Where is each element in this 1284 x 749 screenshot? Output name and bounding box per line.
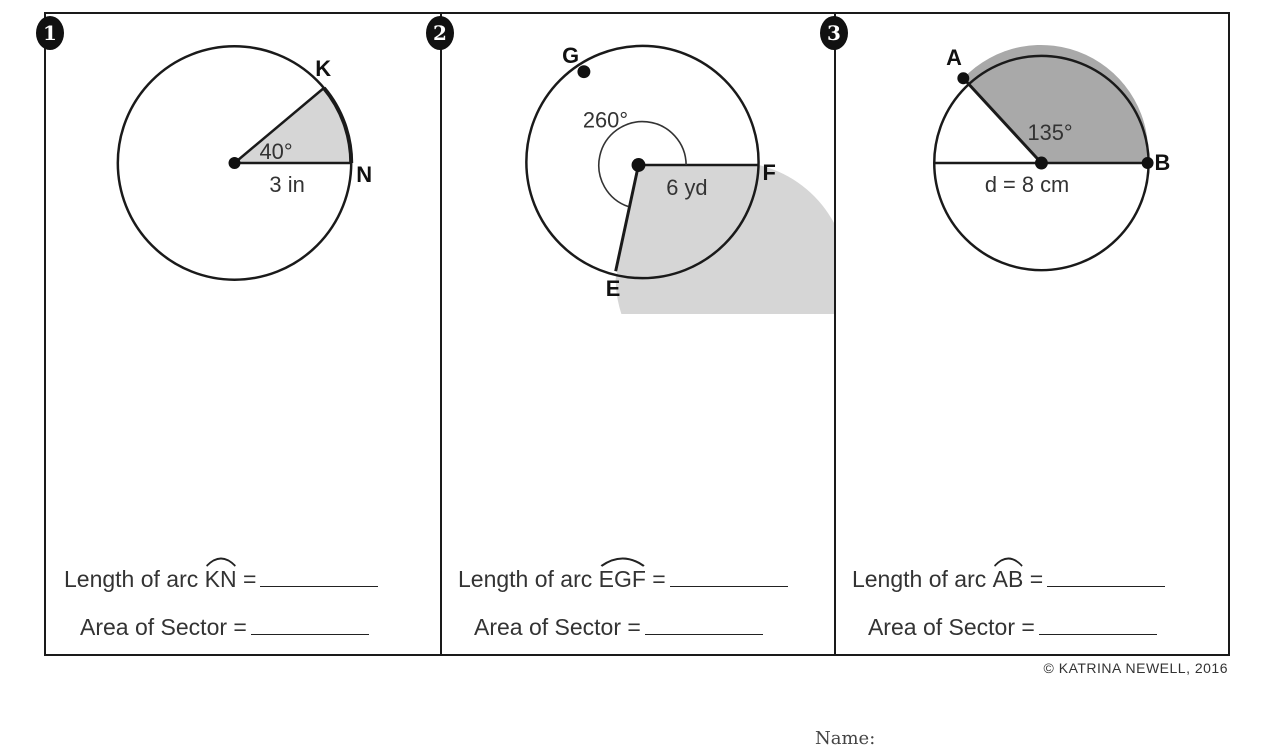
problem-number-badge: 1 (36, 16, 64, 50)
radius-label: 6 yd (666, 175, 707, 200)
sector-area-question: Area of Sector = (868, 614, 1260, 641)
problem-3-panel: 3 A B 135° d = 8 cm Length of arc AB = A… (819, 14, 1228, 654)
arc-length-question: Length of arc KN = (64, 557, 458, 593)
problem-number-badge: 2 (425, 16, 454, 50)
point-label-a: A (946, 45, 962, 70)
point-b-dot (1141, 157, 1154, 169)
arc-symbol (600, 557, 645, 567)
point-label-k: K (315, 56, 331, 81)
arc-length-question: Length of arc AB = (852, 557, 1244, 593)
problem-number-badge: 3 (819, 16, 848, 50)
point-a-dot (957, 72, 970, 85)
shaded-sector (234, 87, 352, 164)
sector-area-answer-blank[interactable] (644, 614, 763, 635)
point-label-e: E (606, 276, 621, 301)
point-label-f: F (763, 160, 776, 185)
arc-symbol (993, 557, 1023, 567)
name-label: Name: (815, 728, 876, 749)
arc-name: EGF (598, 566, 646, 592)
copyright-notice: © KATRINA NEWELL, 2016 (1043, 660, 1228, 676)
problem-2-panel: 2 G F E 260° 6 yd Length of arc EGF = Ar… (425, 14, 834, 654)
shaded-sector (963, 44, 1149, 164)
point-label-g: G (562, 43, 579, 68)
worksheet-frame: 1 K N 40° 3 in Length of arc KN = Area o… (36, 12, 1230, 656)
arc-length-answer-blank[interactable] (1047, 566, 1166, 587)
problem-3-circle-diagram: A B 135° d = 8 cm (932, 44, 1171, 272)
sector-area-question: Area of Sector = (474, 614, 866, 641)
arc-symbol (205, 557, 236, 567)
point-label-b: B (1155, 150, 1171, 175)
point-label-n: N (356, 162, 372, 187)
center-point (1034, 156, 1048, 170)
sector-area-question: Area of Sector = (80, 614, 474, 641)
arc-name: AB (992, 566, 1024, 592)
angle-label: 135° (1027, 120, 1072, 145)
bold-arc-kn (322, 86, 354, 164)
radius-label: 3 in (269, 172, 304, 197)
radius-to-e (614, 164, 640, 272)
problem-1-panel: 1 K N 40° 3 in Length of arc KN = Area o… (36, 14, 440, 654)
angle-marker-260 (597, 120, 687, 208)
arc-length-answer-blank[interactable] (260, 566, 379, 587)
center-point (228, 157, 241, 169)
radius-to-k (233, 87, 325, 164)
angle-label: 260° (583, 107, 628, 132)
radius-to-a (962, 77, 1043, 165)
problem-2-circle-diagram: G F E 260° 6 yd (525, 43, 834, 314)
shaded-major-sector (615, 164, 834, 314)
sector-area-answer-blank[interactable] (1038, 614, 1157, 635)
problem-1-circle-diagram: K N 40° 3 in (116, 45, 372, 281)
arc-length-question: Length of arc EGF = (458, 557, 850, 593)
arc-length-answer-blank[interactable] (669, 566, 788, 587)
arc-name: KN (204, 566, 237, 592)
sector-area-answer-blank[interactable] (250, 614, 369, 635)
circle-outline (525, 44, 760, 280)
diameter-label: d = 8 cm (985, 172, 1069, 197)
center-point (631, 158, 646, 172)
point-g-dot (577, 65, 591, 79)
angle-label: 40° (259, 139, 292, 164)
